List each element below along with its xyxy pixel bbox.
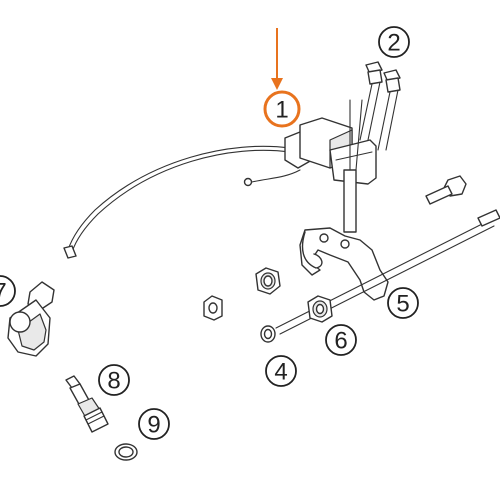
callout-7: 7 — [0, 275, 16, 307]
callout-7-label: 7 — [0, 279, 7, 306]
part-2-bolts — [359, 61, 401, 151]
callout-4: 4 — [265, 355, 297, 387]
callout-5-label: 5 — [396, 291, 409, 318]
part-6-nut — [307, 295, 333, 323]
callout-4-label: 4 — [274, 359, 287, 386]
hex-bolt-right — [425, 175, 467, 205]
callout-5: 5 — [387, 287, 419, 319]
callout-1: 1 — [263, 90, 301, 128]
part-7-plug-cap — [7, 281, 55, 357]
callout-6: 6 — [325, 324, 357, 356]
part-8-spark-plug — [65, 375, 109, 433]
part-1-sensor — [63, 117, 377, 259]
callout-2: 2 — [378, 26, 410, 58]
callout-2-label: 2 — [387, 30, 400, 57]
callout-6-label: 6 — [334, 328, 347, 355]
callout-9: 9 — [138, 408, 170, 440]
callout-8: 8 — [98, 364, 130, 396]
small-nut-left — [203, 295, 223, 321]
callout-1-label: 1 — [275, 97, 288, 124]
highlight-arrow — [271, 28, 283, 90]
callout-8-label: 8 — [107, 368, 120, 395]
nut-center — [255, 267, 281, 295]
callout-9-label: 9 — [147, 412, 160, 439]
part-4-washer — [260, 325, 276, 343]
part-9-sealing-ring — [114, 443, 138, 461]
